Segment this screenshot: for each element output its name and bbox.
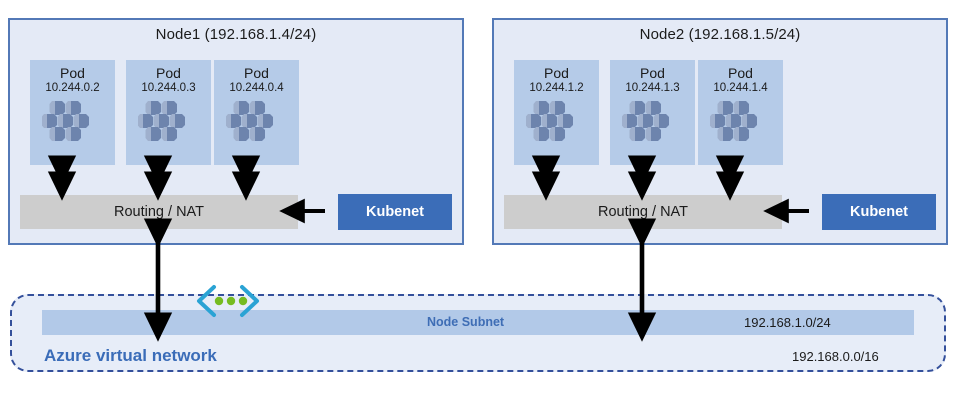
- kubenet-box: Kubenet: [338, 194, 452, 230]
- pod-label: Pod: [544, 65, 569, 81]
- kubenet-box: Kubenet: [822, 194, 936, 230]
- azure-vnet-cidr: 192.168.0.0/16: [792, 349, 879, 364]
- pod-label: Pod: [156, 65, 181, 81]
- pod-card: Pod 10.244.1.2: [514, 60, 599, 165]
- routing-nat-bar: Routing / NAT: [20, 195, 298, 229]
- node-subnet-label: Node Subnet: [427, 315, 505, 329]
- pod-card: Pod 10.244.1.4: [698, 60, 783, 165]
- pod-containers-icon: [225, 101, 273, 141]
- pod-label: Pod: [728, 65, 753, 81]
- pod-card: Pod 10.244.0.2: [30, 60, 115, 165]
- node-subnet-bar: [42, 310, 914, 335]
- pod-containers-icon: [621, 101, 669, 141]
- pod-containers-icon: [709, 101, 757, 141]
- pod-card: Pod 10.244.0.3: [126, 60, 211, 165]
- kubenet-label: Kubenet: [366, 204, 424, 220]
- vnet-peering-icon: [197, 285, 259, 317]
- pod-ip: 10.244.1.4: [713, 82, 768, 94]
- pod-label: Pod: [244, 65, 269, 81]
- pod-card: Pod 10.244.0.4: [214, 60, 299, 165]
- node-title: Node1 (192.168.1.4/24): [155, 26, 317, 43]
- pod-ip: 10.244.1.2: [529, 82, 584, 94]
- routing-nat-label: Routing / NAT: [598, 204, 688, 220]
- node-subnet-cidr: 192.168.1.0/24: [744, 315, 831, 330]
- pod-ip: 10.244.1.3: [625, 82, 680, 94]
- kubenet-label: Kubenet: [850, 204, 908, 220]
- pod-card: Pod 10.244.1.3: [610, 60, 695, 165]
- routing-nat-label: Routing / NAT: [114, 204, 204, 220]
- pod-ip: 10.244.0.4: [229, 82, 284, 94]
- pod-label: Pod: [640, 65, 665, 81]
- azure-vnet-label: Azure virtual network: [44, 346, 217, 365]
- pod-containers-icon: [41, 101, 89, 141]
- pod-containers-icon: [137, 101, 185, 141]
- node-box-node2: Node2 (192.168.1.5/24) Pod 10.244.1.2 Po…: [492, 18, 948, 245]
- node-title: Node2 (192.168.1.5/24): [639, 26, 801, 43]
- pod-ip: 10.244.0.2: [45, 82, 100, 94]
- pod-label: Pod: [60, 65, 85, 81]
- pod-ip: 10.244.0.3: [141, 82, 196, 94]
- routing-nat-bar: Routing / NAT: [504, 195, 782, 229]
- node-box-node1: Node1 (192.168.1.4/24) Pod 10.244.0.2: [8, 18, 464, 245]
- pod-containers-icon: [525, 101, 573, 141]
